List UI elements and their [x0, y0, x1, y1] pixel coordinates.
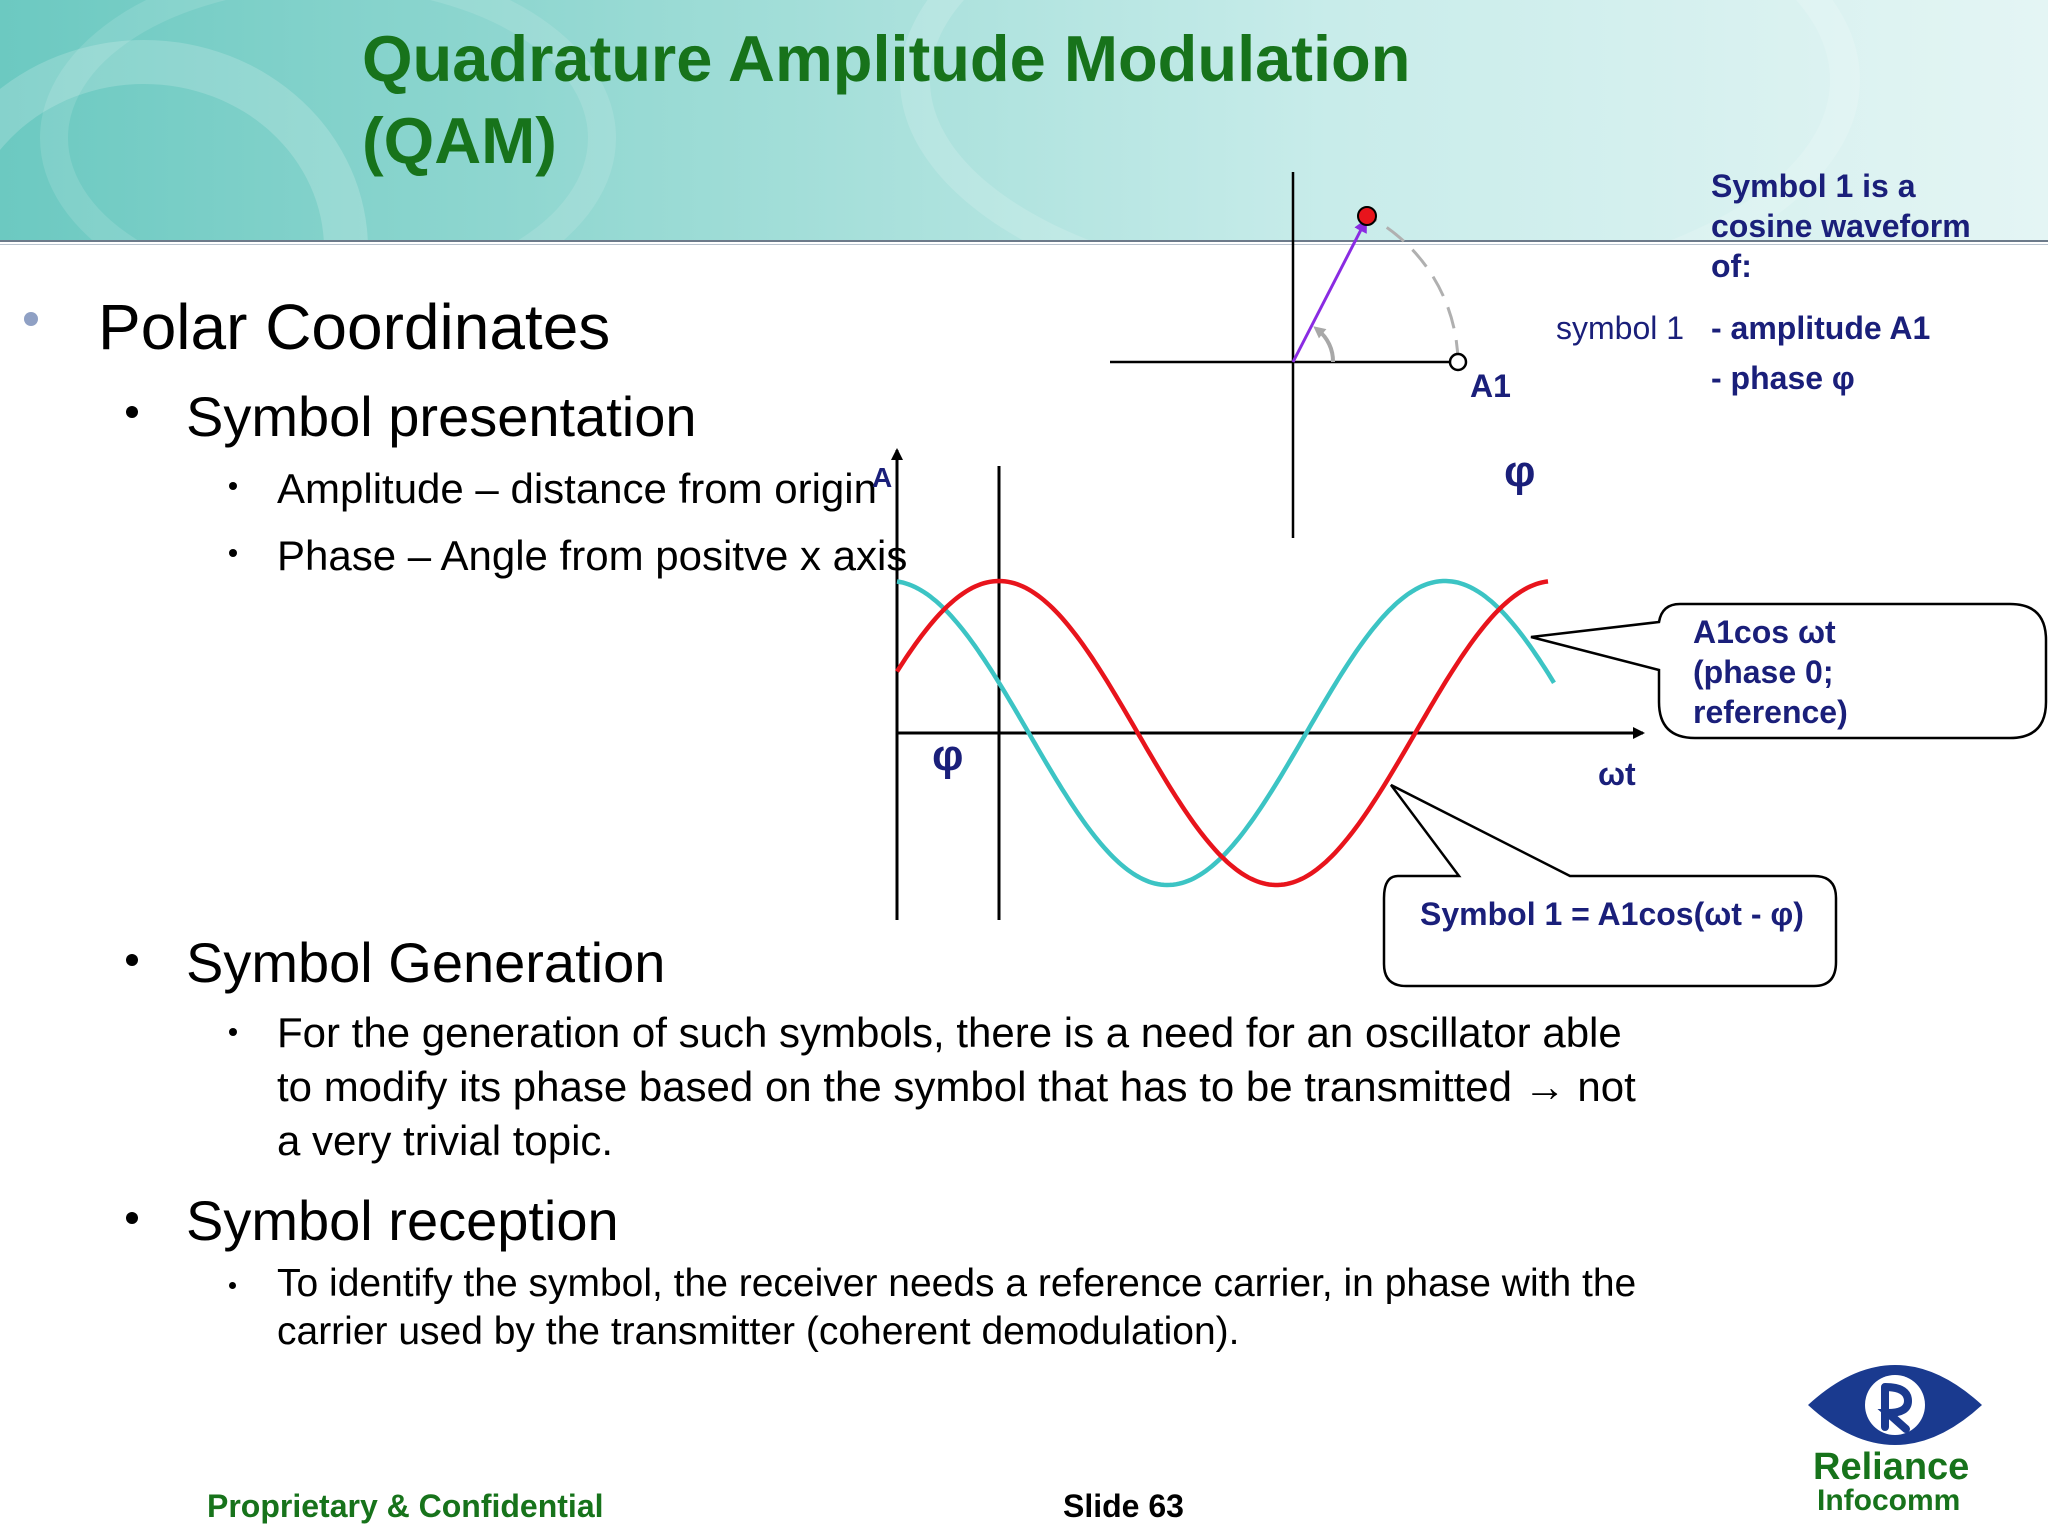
polar-a1-label: A1 [1470, 368, 1511, 404]
bullet-dot [229, 482, 237, 490]
symbol-callout-text: Symbol 1 = A1cos(ωt - φ) [1420, 896, 1804, 932]
header-divider [0, 240, 2048, 242]
symbol-description-phase: - phase φ [1711, 360, 1855, 396]
sub-bullet-reception-text: To identify the symbol, the receiver nee… [277, 1262, 1637, 1353]
symbol-description-intro: Symbol 1 is a cosine waveform of: [1711, 168, 1971, 284]
bullet-dot [229, 1028, 237, 1036]
symbol-waveform [895, 578, 1549, 888]
logo-name-line1: Reliance [1813, 1446, 1970, 1488]
bullet-dot [229, 1282, 236, 1289]
bullet-symbol-presentation: Symbol presentation [186, 385, 697, 448]
symbol-description-amplitude: - amplitude A1 [1711, 310, 1931, 346]
symbol-callout [1382, 783, 1838, 988]
bullet-symbol-reception: Symbol reception [186, 1189, 619, 1252]
sub-bullet-phase: Phase – Angle from positve x axis [277, 532, 908, 579]
amplitude-point [1448, 352, 1468, 372]
reference-callout-text: A1cos ωt (phase 0; reference) [1693, 614, 1848, 730]
header-divider [0, 244, 2048, 245]
sub-bullet-amplitude: Amplitude – distance from origin [277, 465, 877, 512]
footer-slide-label: Slide [1063, 1488, 1140, 1524]
wave-phi-label: φ [932, 731, 964, 780]
polar-amplitude-arc [1367, 214, 1460, 363]
wave-x-axis-label: ωt [1598, 756, 1636, 792]
logo-name-line2: Infocomm [1817, 1484, 1961, 1517]
polar-symbol1-label: symbol 1 [1556, 310, 1685, 346]
bullet-dot [24, 312, 38, 326]
footer-confidential: Proprietary & Confidential [207, 1488, 604, 1524]
reference-waveform [896, 578, 1556, 888]
reference-callout [1530, 602, 2048, 740]
page-title: Quadrature Amplitude Modulation (QAM) [362, 22, 1411, 177]
wave-y-axis-label: A [872, 462, 893, 493]
sub-bullet-generation-text: For the generation of such symbols, ther… [277, 1009, 1636, 1164]
symbol-vector [1291, 218, 1368, 363]
bullet-symbol-generation: Symbol Generation [186, 931, 666, 994]
footer-slide-number: Slide 63 [1063, 1488, 1184, 1525]
symbol-point [1357, 206, 1377, 226]
bullet-dot [126, 406, 138, 418]
footer-slide-value: 63 [1148, 1488, 1184, 1524]
bullet-polar-coordinates: Polar Coordinates [98, 291, 611, 363]
header-band [0, 0, 2048, 240]
bullet-dot [229, 549, 237, 557]
polar-phi-label: φ [1504, 447, 1536, 496]
reliance-logo-icon [1808, 1365, 1982, 1445]
bullet-dot [126, 954, 138, 966]
phase-angle-arc [1313, 326, 1336, 363]
bullet-dot [126, 1212, 138, 1224]
